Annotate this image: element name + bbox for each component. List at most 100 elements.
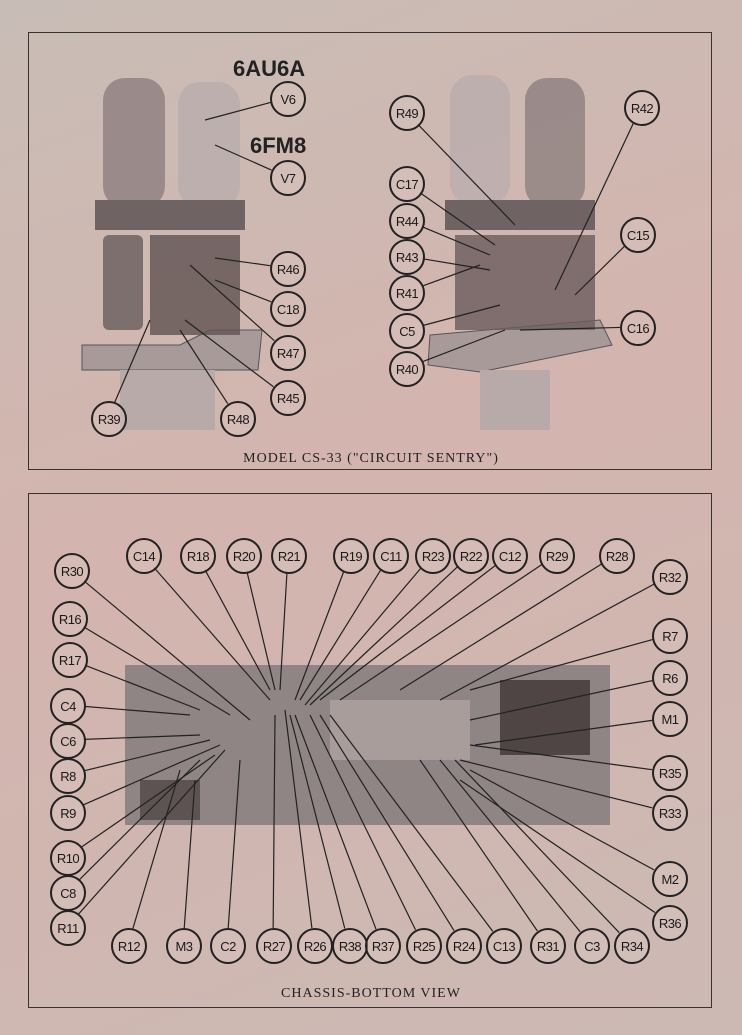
callout-r39: R39	[91, 401, 127, 437]
leader-line-c6	[83, 734, 201, 740]
callout-v6: V6	[270, 81, 306, 117]
leader-line-r7	[469, 638, 653, 691]
callout-r7: R7	[652, 618, 688, 654]
leader-line-r24	[319, 714, 455, 931]
callout-r19: R19	[333, 538, 369, 574]
callout-r22: R22	[453, 538, 489, 574]
leader-line-r26	[284, 709, 313, 929]
leader-line-r44	[421, 225, 491, 256]
leader-line-r35	[469, 744, 653, 771]
callout-r25: R25	[406, 928, 442, 964]
leader-line-r18	[204, 569, 271, 691]
callout-r20: R20	[226, 538, 262, 574]
leader-line-r39	[114, 319, 151, 403]
callout-c14: C14	[126, 538, 162, 574]
leader-line-r8	[83, 739, 211, 772]
callout-r28: R28	[599, 538, 635, 574]
callout-r26: R26	[297, 928, 333, 964]
leader-line-c13	[329, 714, 494, 932]
leader-line-r17	[84, 664, 201, 711]
leader-line-c11	[299, 569, 382, 701]
callout-r27: R27	[256, 928, 292, 964]
callout-r24: R24	[446, 928, 482, 964]
leader-line-c15	[574, 245, 626, 296]
leader-line-c4	[83, 705, 191, 716]
leader-line-r20	[246, 571, 276, 691]
leader-line-r16	[83, 626, 231, 716]
leader-line-r11	[77, 749, 226, 915]
right-tube-assembly-photo	[427, 75, 613, 430]
callout-m1: M1	[652, 701, 688, 737]
leader-line-r48	[179, 329, 229, 405]
callout-c15: C15	[620, 217, 656, 253]
callout-c6: C6	[50, 723, 86, 759]
callout-r9: R9	[50, 795, 86, 831]
leader-line-r10	[80, 754, 216, 848]
leader-line-r6	[469, 680, 653, 721]
leader-line-c12	[319, 564, 496, 701]
leader-line-r38	[289, 714, 346, 929]
callout-c2: C2	[210, 928, 246, 964]
callout-r30: R30	[54, 553, 90, 589]
leader-line-r40	[421, 329, 506, 363]
leader-line-r47	[189, 264, 275, 342]
leader-line-r49	[417, 123, 516, 226]
top-figure-frame	[28, 32, 712, 470]
leader-line-r12	[132, 769, 181, 929]
leader-line-m2	[469, 769, 655, 871]
callout-r34: R34	[614, 928, 650, 964]
callout-r36: R36	[652, 905, 688, 941]
callout-r11: R11	[50, 910, 86, 946]
callout-m3: M3	[166, 928, 202, 964]
leader-line-r33	[459, 759, 653, 809]
callout-r33: R33	[652, 795, 688, 831]
callout-r17: R17	[52, 642, 88, 678]
callout-c8: C8	[50, 875, 86, 911]
callout-r29: R29	[539, 538, 575, 574]
callout-r6: R6	[652, 660, 688, 696]
callout-r10: R10	[50, 840, 86, 876]
callout-r38: R38	[332, 928, 368, 964]
callout-c17: C17	[389, 166, 425, 202]
leader-line-v7	[214, 144, 272, 171]
callout-c18: C18	[270, 291, 306, 327]
leader-line-r36	[459, 779, 656, 913]
leader-line-c8	[78, 759, 201, 881]
leader-line-r31	[419, 759, 538, 932]
chassis-bottom-photo	[125, 665, 610, 825]
top-figure-caption: MODEL CS-33 ("CIRCUIT SENTRY")	[243, 451, 499, 466]
leader-line-c5	[422, 304, 501, 327]
leader-line-r9	[82, 744, 221, 806]
callout-c11: C11	[373, 538, 409, 574]
callout-r8: R8	[50, 758, 86, 794]
callout-r49: R49	[389, 95, 425, 131]
tube-type-6au6a: 6AU6A	[233, 56, 306, 81]
leader-line-v6	[204, 101, 271, 121]
callout-v7: V7	[270, 160, 306, 196]
callout-r46: R46	[270, 251, 306, 287]
leader-line-c14	[153, 567, 271, 701]
callout-r21: R21	[271, 538, 307, 574]
callout-m2: M2	[652, 861, 688, 897]
leader-line-r34	[454, 759, 620, 934]
callout-c12: C12	[492, 538, 528, 574]
leader-line-c16	[519, 326, 621, 331]
callout-c3: C3	[574, 928, 610, 964]
leader-line-r27	[272, 714, 276, 929]
callout-r47: R47	[270, 335, 306, 371]
leader-line-r42	[554, 122, 635, 291]
callout-r42: R42	[624, 90, 660, 126]
callout-r12: R12	[111, 928, 147, 964]
leader-line-r21	[279, 571, 288, 691]
leader-line-r29	[339, 563, 543, 701]
leader-line-c18	[214, 279, 272, 303]
callout-r43: R43	[389, 239, 425, 275]
callout-c16: C16	[620, 310, 656, 346]
bottom-figure-frame	[28, 493, 712, 1008]
leader-line-c2	[227, 759, 241, 929]
callout-c13: C13	[486, 928, 522, 964]
leader-line-r19	[294, 570, 345, 701]
callout-r40: R40	[389, 351, 425, 387]
callout-r45: R45	[270, 380, 306, 416]
